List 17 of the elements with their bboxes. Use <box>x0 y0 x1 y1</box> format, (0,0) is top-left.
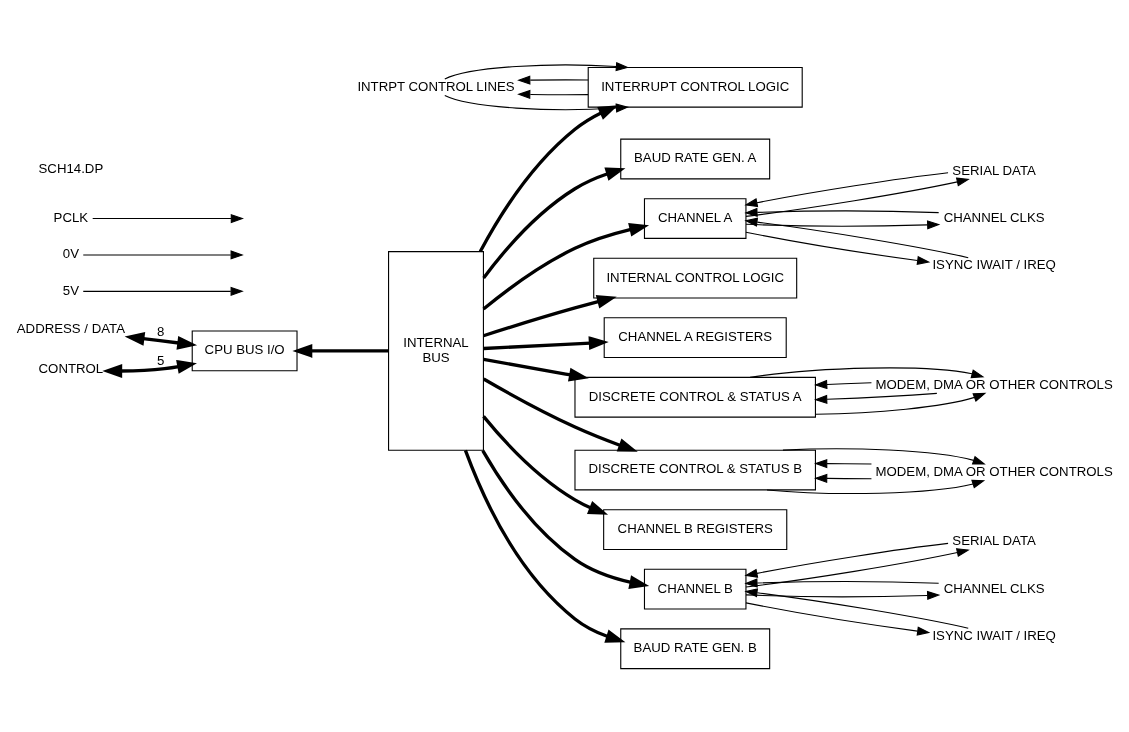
node-text: SERIAL DATA <box>952 532 1036 548</box>
edge-label: 5 <box>157 352 165 368</box>
node-text: CONTROL <box>38 360 104 376</box>
node-text: ISYNC IWAIT / IREQ <box>932 627 1056 643</box>
edge-label: 8 <box>157 323 165 339</box>
node-text: MODEM, DMA OR OTHER CONTROLS <box>875 463 1113 479</box>
node-text: CHANNEL CLKS <box>943 209 1045 225</box>
node-text: MODEM, DMA OR OTHER CONTROLS <box>875 376 1113 392</box>
node-text: PCLK <box>53 209 89 225</box>
node-text: INTRPT CONTROL LINES <box>357 78 515 94</box>
node-text: 0V <box>62 245 79 261</box>
node-text: ISYNC IWAIT / IREQ <box>932 256 1056 272</box>
node-text: ADDRESS / DATA <box>16 320 125 336</box>
label: SCH14.DP <box>38 160 104 176</box>
node-text: SERIAL DATA <box>952 162 1036 178</box>
node-text: CHANNEL CLKS <box>943 580 1045 596</box>
node-text: 5V <box>62 282 79 298</box>
